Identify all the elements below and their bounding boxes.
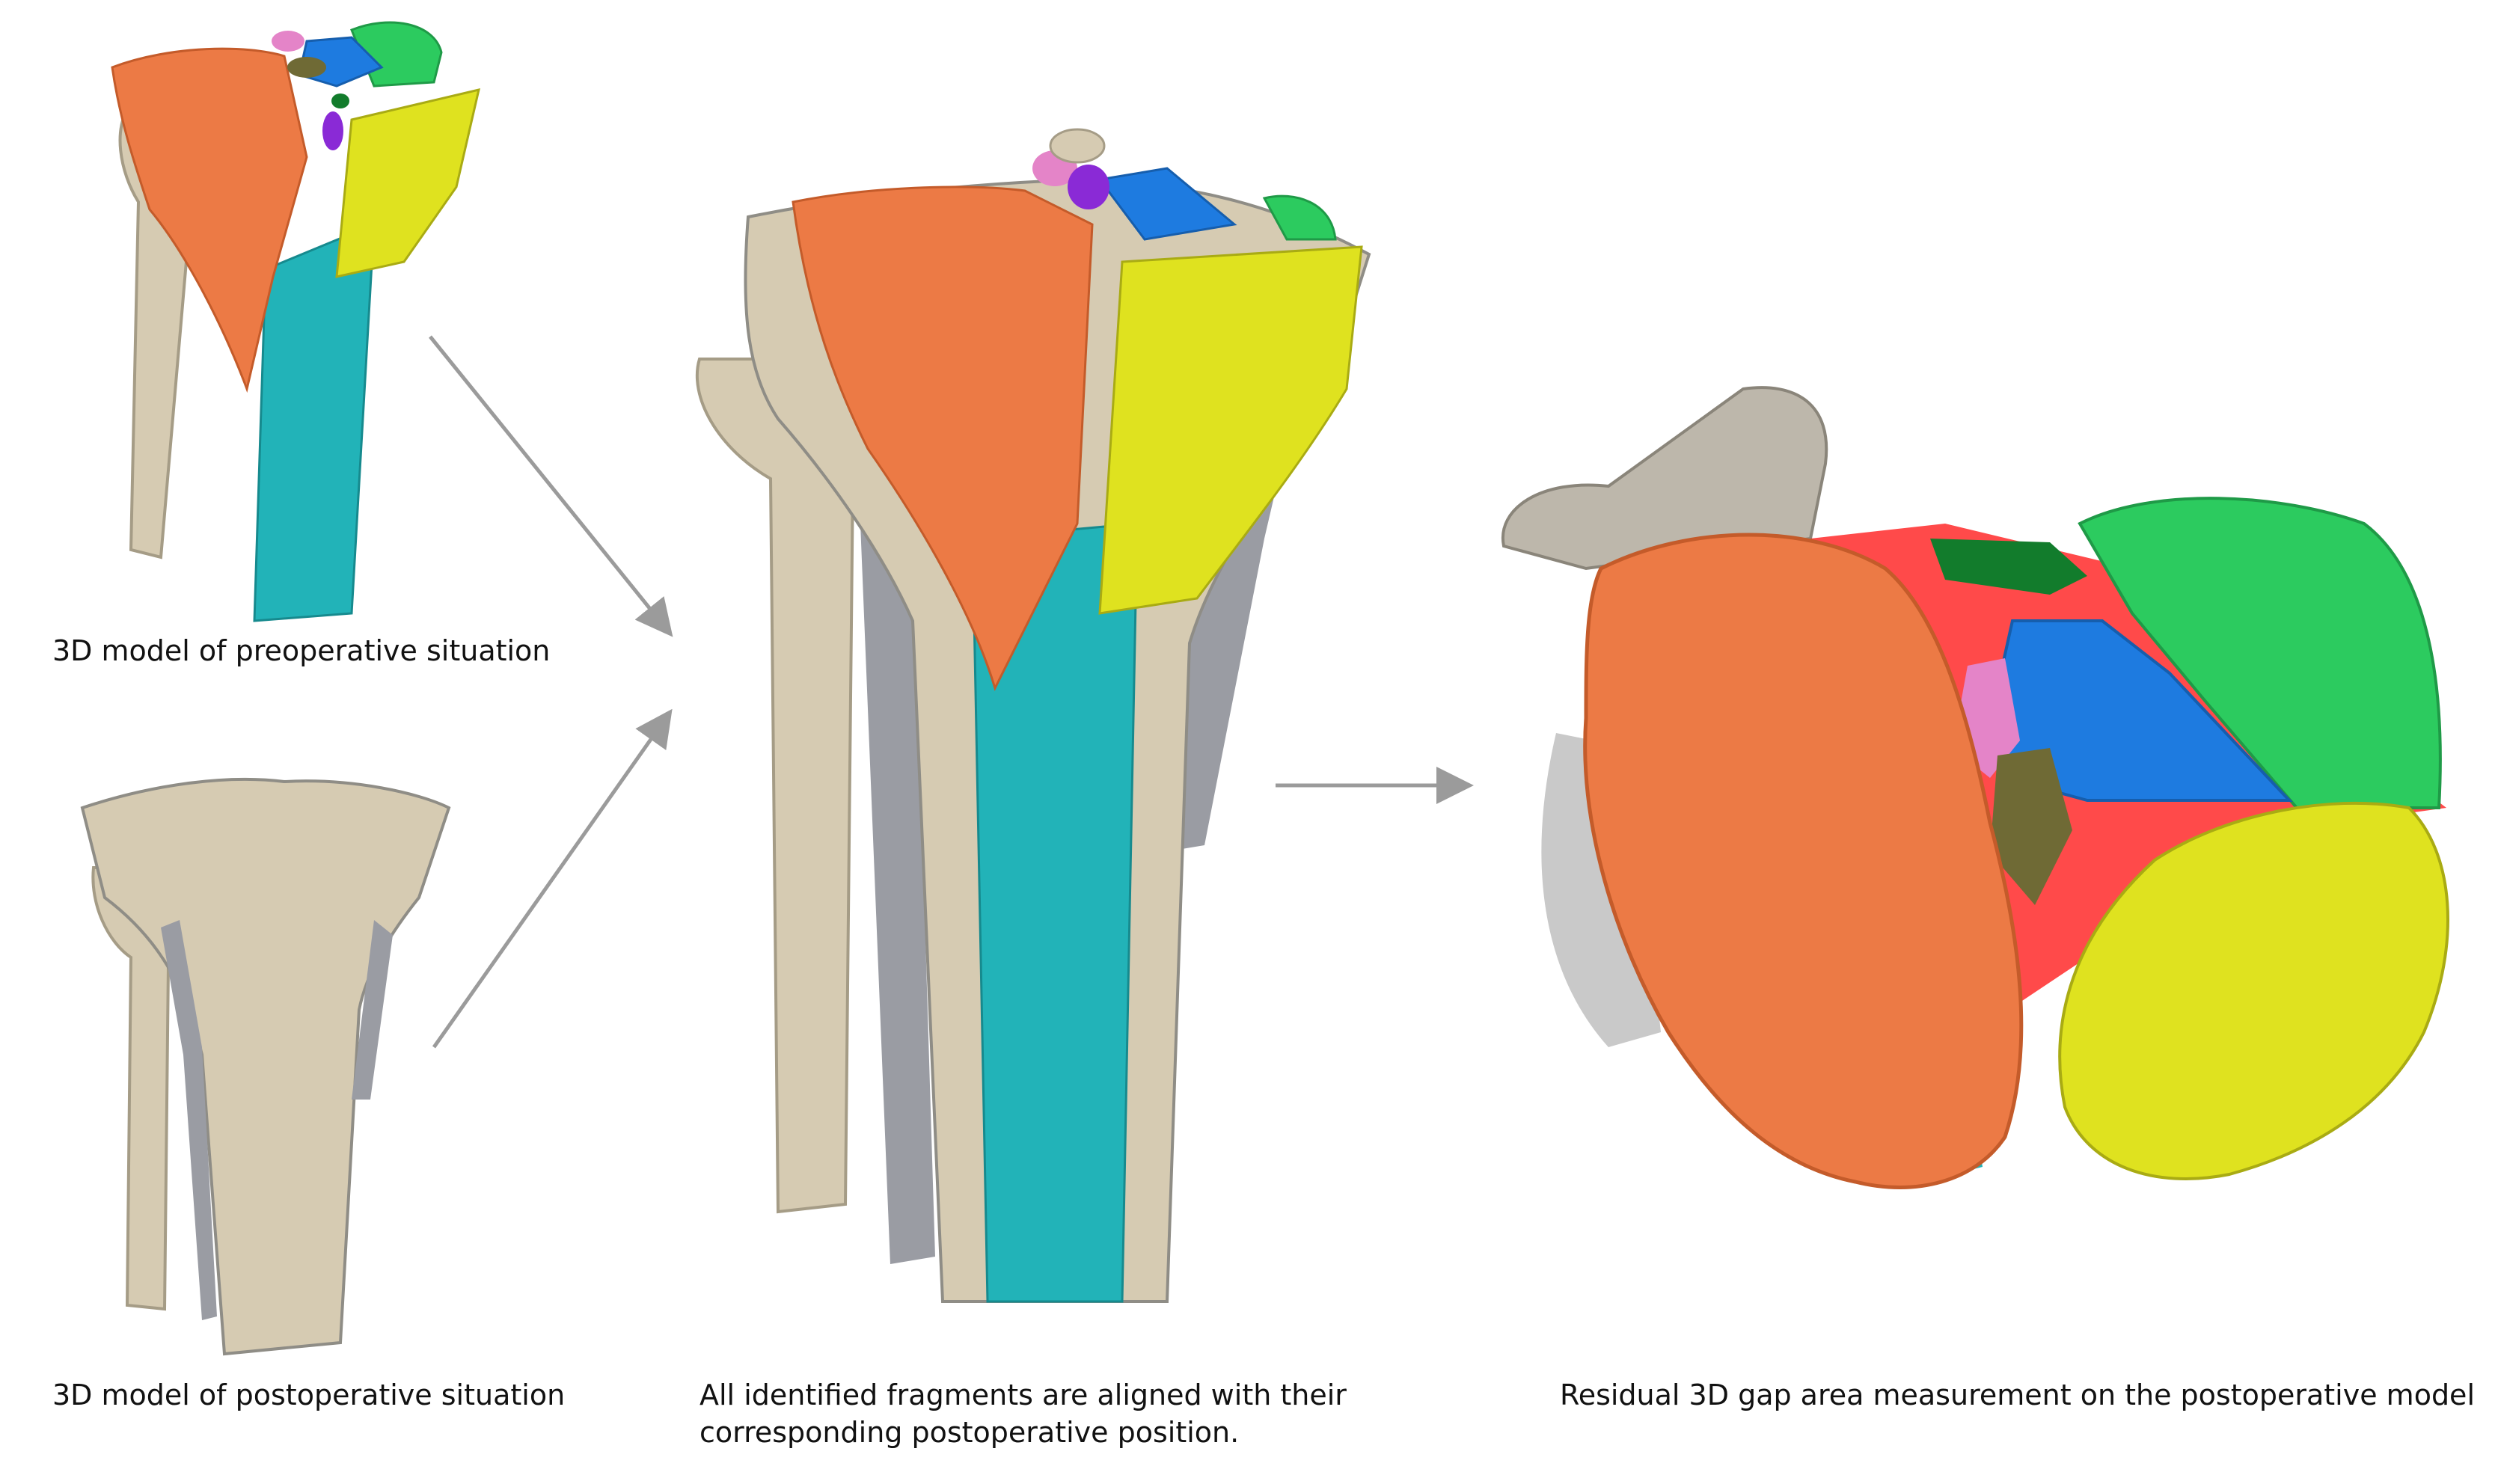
caption-gap-measurement: Residual 3D gap area measurement on the … — [1560, 1379, 2475, 1411]
gap-gray-bone — [1501, 386, 1828, 571]
caption-preoperative: 3D model of preoperative situation — [52, 634, 551, 667]
post-gray-scaffold — [161, 920, 217, 1320]
arrow-icon — [432, 708, 673, 1049]
aligned-cyan-shaft — [971, 522, 1139, 1303]
aligned-green-fragment — [1262, 194, 1337, 241]
dark-green-fragment — [331, 93, 349, 108]
tibia-shaft-cyan — [253, 222, 376, 622]
postoperative-model — [80, 777, 451, 1356]
aligned-orange-fragment — [792, 186, 1094, 692]
caption-aligned-line1: All identified fragments are aligned wit… — [699, 1379, 1347, 1411]
olive-fragment — [287, 57, 326, 78]
yellow-fragment — [335, 88, 481, 278]
gap-olive-fragment — [1990, 748, 2072, 905]
gap-green-fragment — [2078, 497, 2442, 809]
preoperative-model — [111, 21, 481, 622]
pink-fragment — [272, 31, 304, 52]
aligned-blue-fragment — [1098, 167, 1237, 241]
gap-dark-green-fragment — [1930, 539, 2087, 595]
arrows — [429, 335, 1474, 1049]
caption-aligned-line2: corresponding postoperative position. — [699, 1416, 1240, 1449]
arrow-icon — [429, 335, 673, 637]
gap-orange-fragment — [1583, 533, 2024, 1189]
caption-postoperative: 3D model of postoperative situation — [52, 1379, 566, 1411]
aligned-bone-chip — [1049, 128, 1106, 164]
aligned-model — [695, 128, 1371, 1303]
orange-fragment — [111, 47, 308, 393]
aligned-yellow-fragment — [1098, 245, 1363, 615]
purple-fragment — [322, 111, 343, 150]
caption-aligned: All identified fragments are aligned wit… — [699, 1376, 1347, 1451]
post-gray-scaffold-right — [352, 920, 393, 1100]
gap-model — [1501, 386, 2449, 1189]
gap-yellow-fragment — [2058, 801, 2449, 1180]
aligned-purple-fragment — [1068, 165, 1109, 209]
